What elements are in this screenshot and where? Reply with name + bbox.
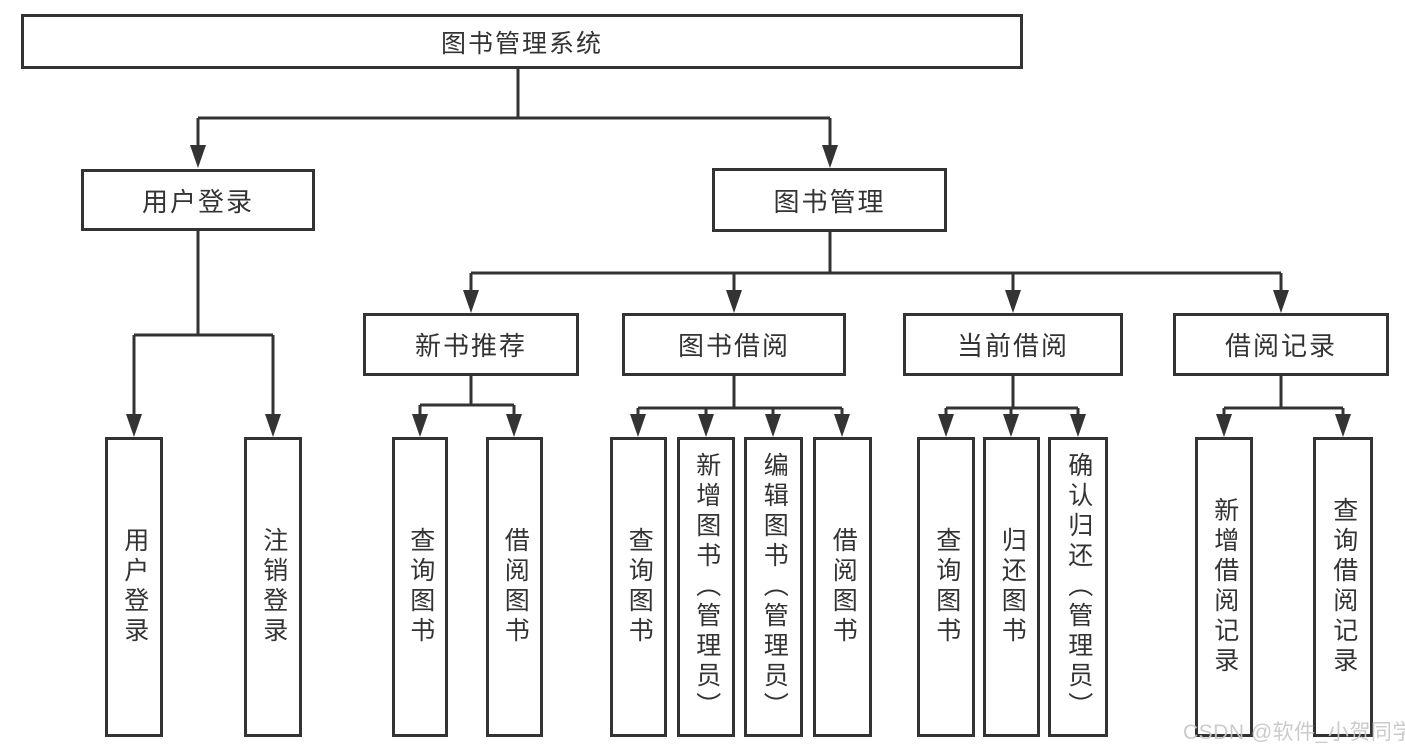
- leaf-query-books-recommendation: 查询图书: [392, 437, 448, 737]
- node-label: 新增借阅记录: [1210, 497, 1239, 677]
- node-book-management: 图书管理: [712, 168, 947, 232]
- node-label: 借阅图书: [829, 527, 858, 647]
- node-new-book-recommendation: 新书推荐: [363, 313, 579, 376]
- node-label: 查询借阅记录: [1329, 497, 1358, 677]
- leaf-user-login: 用户登录: [105, 437, 163, 737]
- node-label: 注销登录: [259, 527, 288, 647]
- leaf-return-books: 归还图书: [983, 437, 1040, 737]
- leaf-edit-books-admin: 编辑图书（管理员）: [744, 437, 803, 737]
- node-borrowing-records: 借阅记录: [1173, 313, 1389, 376]
- connector-user-login: [126, 231, 281, 437]
- node-library-management-system: 图书管理系统: [21, 14, 1023, 69]
- leaf-query-borrowing-record: 查询借阅记录: [1313, 437, 1373, 737]
- leaf-query-books-borrowing: 查询图书: [610, 437, 667, 737]
- leaf-logout: 注销登录: [244, 437, 302, 737]
- connector-new-book-recommendation: [412, 376, 522, 437]
- node-label: 编辑图书（管理员）: [760, 452, 789, 722]
- node-label: 查询图书: [406, 527, 435, 647]
- node-book-borrowing: 图书借阅: [622, 313, 846, 376]
- leaf-confirm-return-admin: 确认归还（管理员）: [1048, 437, 1108, 737]
- connector-current-borrowing: [938, 376, 1086, 437]
- node-label: 查询图书: [625, 527, 654, 647]
- csdn-watermark: CSDN @软件_小贺同学: [1183, 721, 1405, 744]
- connector-book-management: [463, 232, 1289, 313]
- node-label: 图书借阅: [677, 331, 790, 361]
- leaf-add-borrowing-record: 新增借阅记录: [1195, 437, 1253, 737]
- leaf-borrow-books-recommendation: 借阅图书: [486, 437, 543, 737]
- node-current-borrowing: 当前借阅: [903, 313, 1123, 376]
- node-label: 确认归还（管理员）: [1064, 452, 1093, 722]
- connector-root: [190, 69, 838, 168]
- node-label: 用户登录: [141, 186, 254, 217]
- connector-borrowing-records: [1216, 376, 1351, 437]
- node-label: 借阅图书: [501, 527, 530, 647]
- node-label: 归还图书: [998, 527, 1027, 647]
- node-label: 借阅记录: [1224, 331, 1337, 361]
- node-user-login: 用户登录: [81, 169, 315, 231]
- node-label: 图书管理: [773, 186, 886, 217]
- node-label: 新书推荐: [414, 331, 527, 361]
- node-label: 新增图书（管理员）: [692, 452, 721, 722]
- node-label: 图书管理系统: [440, 29, 603, 58]
- connector-book-borrowing: [630, 376, 850, 437]
- node-label: 用户登录: [120, 527, 149, 647]
- leaf-add-books-admin: 新增图书（管理员）: [677, 437, 735, 737]
- node-label: 查询图书: [932, 527, 961, 647]
- leaf-borrow-books-borrowing: 借阅图书: [813, 437, 872, 737]
- leaf-query-books-current: 查询图书: [917, 437, 975, 737]
- node-label: 当前借阅: [956, 331, 1069, 361]
